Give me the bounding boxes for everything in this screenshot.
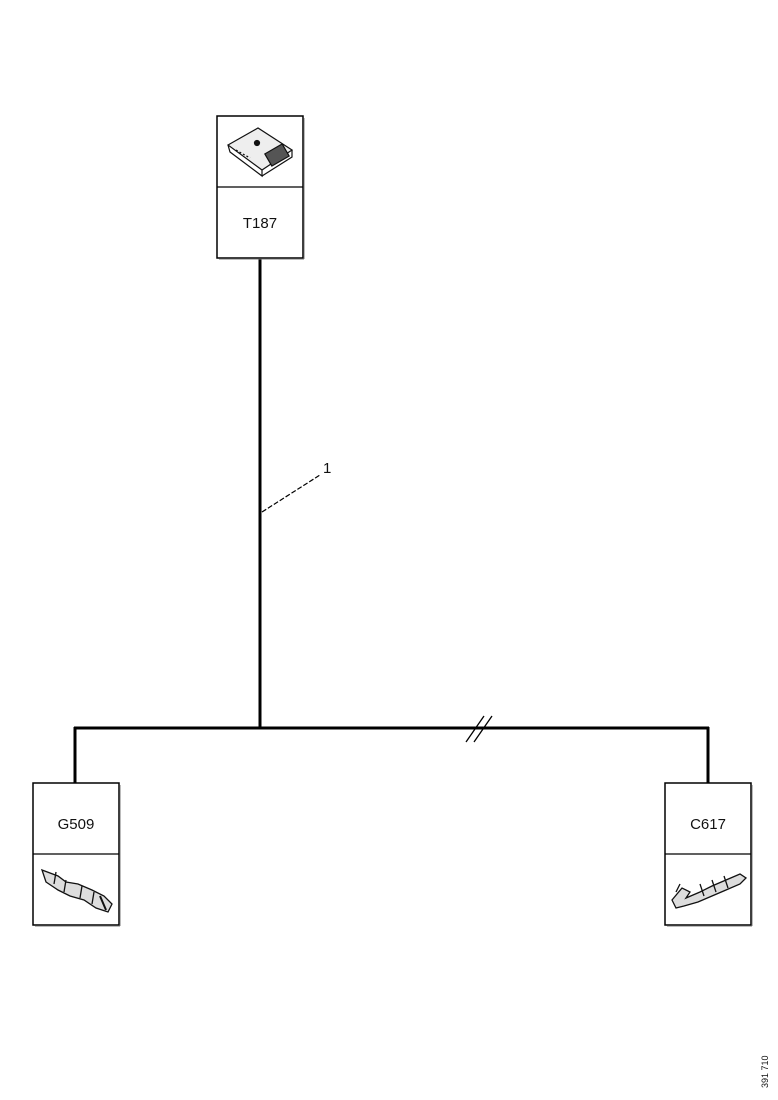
connector-top: T187: [216, 115, 305, 260]
connector-code-right: C617: [690, 816, 726, 833]
callout-leader: [261, 474, 321, 513]
wire-number-label: 1: [323, 460, 331, 477]
connector-left: G509: [32, 782, 121, 927]
connector-code-left: G509: [58, 816, 95, 833]
wire-break-mark: [465, 715, 493, 743]
wire-label-callout: 1: [261, 460, 331, 513]
wire-harness: [73, 258, 710, 783]
terminal-pin-icon: [40, 868, 113, 913]
connector-housing-icon: [226, 127, 294, 178]
connector-code-top: T187: [243, 215, 277, 232]
connector-right: C617: [664, 782, 753, 927]
document-number: 391 710: [760, 1055, 770, 1088]
terminal-clip-icon: [671, 873, 748, 909]
